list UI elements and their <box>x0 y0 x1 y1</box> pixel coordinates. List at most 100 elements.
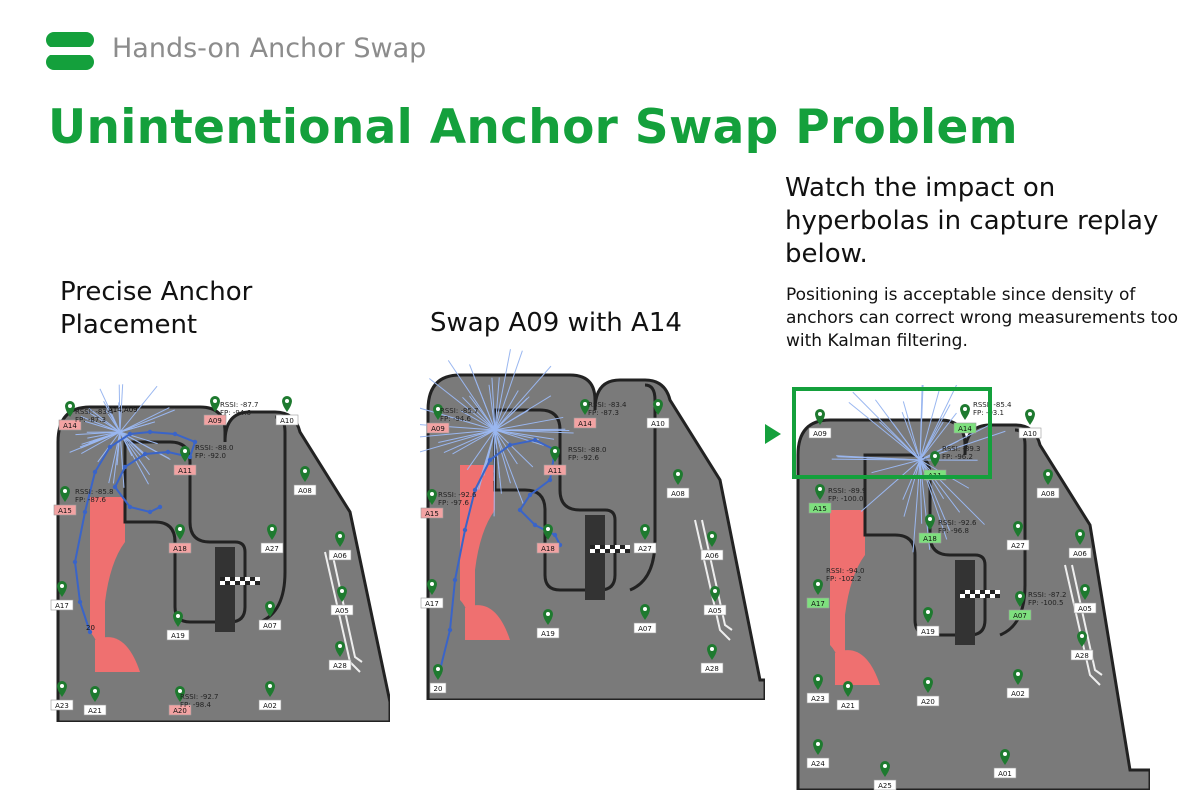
anchor-label: A17 <box>811 600 825 608</box>
anchor-marker[interactable]: A17 <box>50 581 74 611</box>
anchor-marker[interactable]: 20 <box>429 663 447 694</box>
anchor-marker[interactable]: A23 <box>806 674 830 704</box>
anchor-marker[interactable]: A15 <box>53 486 77 516</box>
rssi-readout: RSSI: -88.0FP: -92.0 <box>195 444 234 460</box>
hyperbola <box>420 429 496 438</box>
anchor-label: A20 <box>921 698 935 706</box>
anchor-marker[interactable]: A02 <box>258 681 282 711</box>
anchor-marker[interactable]: A10 <box>1018 409 1042 439</box>
anchor-marker[interactable]: A06 <box>328 531 352 561</box>
caption-right-line3: below. <box>785 239 868 269</box>
anchor-marker[interactable]: A07 <box>258 601 282 631</box>
anchor-label: A08 <box>1041 490 1055 498</box>
anchor-marker[interactable]: A11 <box>173 446 197 476</box>
anchor-marker[interactable]: A14 <box>953 404 977 434</box>
anchor-label: A06 <box>333 552 347 560</box>
hyperbola <box>420 429 496 453</box>
anchor-marker[interactable]: A08 <box>293 466 317 496</box>
anchor-label: A07 <box>638 625 652 633</box>
anchor-marker[interactable]: A27 <box>633 524 657 554</box>
rssi-value: RSSI: -83.4 <box>75 408 114 416</box>
anchor-marker[interactable]: A28 <box>700 644 724 674</box>
anchor-marker[interactable]: A18 <box>536 524 560 554</box>
map-pin-icon <box>1080 584 1090 600</box>
anchor-marker[interactable]: A05 <box>330 586 354 616</box>
hyperbola <box>494 349 511 431</box>
map-pin-icon <box>173 611 183 627</box>
anchor-marker[interactable]: A28 <box>328 641 352 671</box>
map-pin-icon <box>282 396 292 412</box>
fp-value: FP: -100.5 <box>1028 599 1063 607</box>
map-pin-icon <box>90 686 100 702</box>
anchor-marker[interactable]: A08 <box>1036 469 1060 499</box>
anchor-marker[interactable]: A10 <box>646 399 670 429</box>
hyperbola <box>81 431 121 445</box>
anchor-marker[interactable]: A18 <box>168 524 192 554</box>
anchor-marker[interactable]: A17 <box>806 579 830 609</box>
anchor-marker[interactable]: A27 <box>1006 521 1030 551</box>
caption-right: Watch the impact on hyperbolas in captur… <box>785 172 1190 271</box>
anchor-label: A28 <box>333 662 347 670</box>
hyperbola <box>494 429 511 484</box>
anchor-marker[interactable]: A15 <box>808 484 832 514</box>
guide-line <box>1071 564 1103 676</box>
anchor-marker[interactable]: A19 <box>916 607 940 637</box>
anchor-marker[interactable]: A07 <box>1008 591 1032 621</box>
anchor-marker[interactable]: A19 <box>536 609 560 639</box>
anchor-marker[interactable]: A20 <box>916 677 940 707</box>
anchor-marker[interactable]: A06 <box>700 531 724 561</box>
anchor-marker[interactable]: A06 <box>1068 529 1092 559</box>
path-point <box>147 509 153 515</box>
anchor-marker[interactable]: A11 <box>543 446 567 476</box>
anchor-marker[interactable]: A17 <box>420 579 444 609</box>
anchor-marker[interactable]: A27 <box>260 524 284 554</box>
path-point <box>487 457 493 463</box>
path-point <box>192 439 198 445</box>
note-line3: with Kalman filtering. <box>786 331 968 351</box>
anchor-marker[interactable]: A01 <box>993 749 1017 779</box>
anchor-marker[interactable]: A28 <box>1070 631 1094 661</box>
anchor-marker[interactable]: A10 <box>275 396 299 426</box>
anchor-marker[interactable]: A09 <box>426 403 450 434</box>
anchor-label: A09 <box>208 417 222 425</box>
anchor-marker[interactable]: A18 <box>918 514 942 544</box>
anchor-marker[interactable]: A02 <box>1006 669 1030 699</box>
map-pin-icon <box>267 524 277 540</box>
anchor-marker[interactable]: A05 <box>1073 584 1097 614</box>
anchor-marker[interactable]: A21 <box>836 681 860 711</box>
rssi-readout: RSSI: -92.7FP: -98.4 <box>180 693 219 709</box>
anchor-label: A05 <box>335 607 349 615</box>
anchor-marker[interactable]: A14 <box>573 399 597 429</box>
path-point <box>187 454 193 460</box>
map-pin-icon <box>640 604 650 620</box>
map-pin-icon <box>707 644 717 660</box>
rssi-value: RSSI: -92.7 <box>180 693 219 701</box>
anchor-marker[interactable]: A15 <box>420 489 444 519</box>
map-pin-icon <box>265 601 275 617</box>
anchor-marker[interactable]: A19 <box>166 611 190 641</box>
rssi-readout: RSSI: -83.4FP: -87.3 <box>588 401 627 417</box>
anchor-label: A10 <box>1023 430 1037 438</box>
anchor-label: A27 <box>638 545 652 553</box>
caption-left-line1: Precise Anchor <box>60 277 253 307</box>
infield-area <box>90 497 125 672</box>
anchor-marker[interactable]: A21 <box>83 686 107 716</box>
anchor-marker[interactable]: A24 <box>806 739 830 769</box>
path-point <box>547 477 553 483</box>
brand-name: Hands-on Anchor Swap <box>112 33 427 64</box>
anchor-marker[interactable]: A05 <box>703 586 727 616</box>
anchor-marker[interactable]: A25 <box>873 761 897 790</box>
anchor-marker[interactable]: A20 <box>168 686 192 716</box>
map-pin-icon <box>175 686 185 702</box>
rssi-readout: RSSI: -89.9FP: -100.0 <box>828 487 867 503</box>
anchor-marker[interactable]: A07 <box>633 604 657 634</box>
hyperbola <box>80 415 121 433</box>
anchor-label: A10 <box>280 417 294 425</box>
anchor-marker[interactable]: A09 <box>203 396 227 426</box>
anchor-marker[interactable]: A09 <box>808 409 832 439</box>
anchor-marker[interactable]: A14 <box>58 401 82 431</box>
anchor-marker[interactable]: A23 <box>50 681 74 711</box>
hyperbola <box>118 384 121 433</box>
hyperbola <box>494 429 539 441</box>
anchor-marker[interactable]: A08 <box>666 469 690 499</box>
